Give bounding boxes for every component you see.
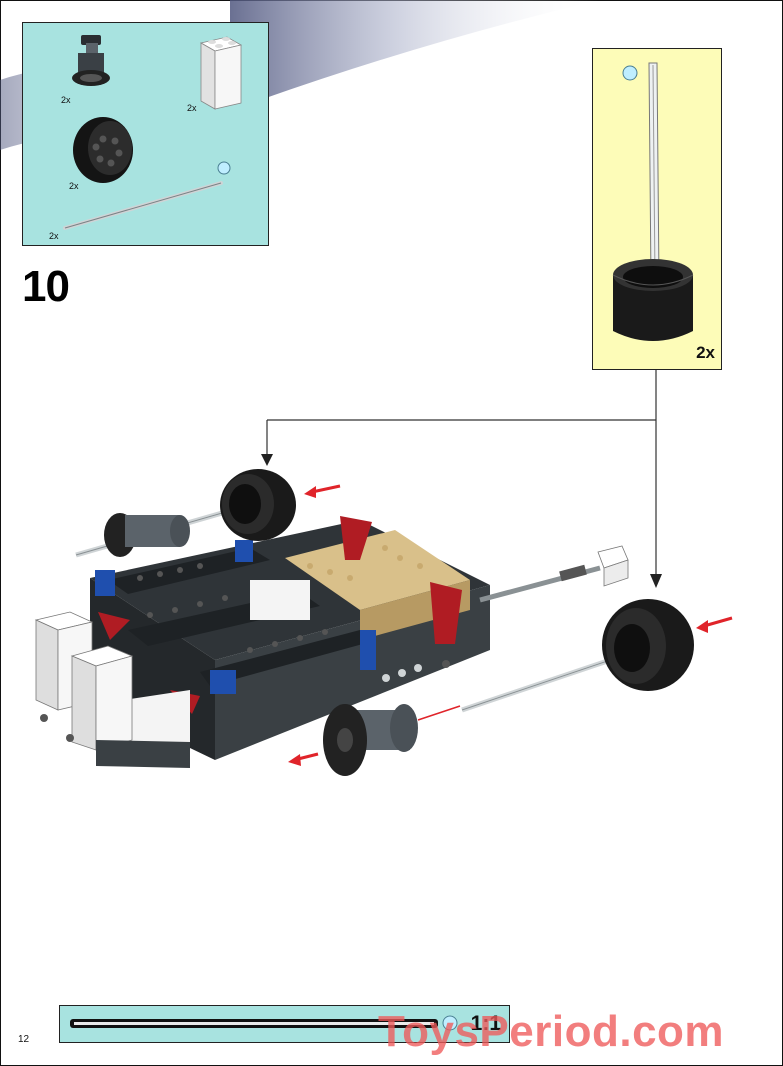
white-brick-icon <box>199 36 243 110</box>
axle-icon <box>63 161 231 230</box>
callout-connector-lines <box>266 370 657 578</box>
scale-label: 1:1 <box>470 1012 501 1035</box>
insertion-arrows <box>288 484 733 766</box>
wheel-rim-qty: 2x <box>69 181 79 191</box>
callout-qty: 2x <box>696 343 715 362</box>
watermark: ToysPeriod.com <box>378 1007 725 1056</box>
axle-scale-icon <box>70 1015 458 1031</box>
chassis <box>90 516 490 760</box>
assembly-illustration <box>34 370 733 776</box>
red-arrow-icon <box>304 486 316 498</box>
parts-list-panel: 2x 2x 2x 2x <box>22 22 269 246</box>
sub-assembly-callout: 2x <box>592 48 722 370</box>
axle-scale-reference: 1:1 <box>59 1005 510 1043</box>
callout-illustration <box>612 62 694 341</box>
step-number: 10 <box>22 262 70 311</box>
front-wheel <box>602 599 694 691</box>
gear-hub-icon <box>72 35 110 86</box>
white-brick-qty: 2x <box>187 103 197 113</box>
back-wheel <box>220 469 296 541</box>
down-arrow-icon <box>650 574 662 588</box>
wheel-rim-icon <box>612 259 694 341</box>
down-arrow-icon <box>261 454 273 466</box>
wheel-rim-icon <box>73 117 133 183</box>
page-number: 12 <box>18 1034 30 1045</box>
gear-hub-qty: 2x <box>61 95 71 105</box>
axle-qty: 2x <box>49 231 59 241</box>
red-arrow-icon <box>696 620 708 633</box>
front-gear-hub <box>323 704 418 776</box>
back-gear-hub <box>104 513 190 557</box>
red-arrow-icon <box>288 754 301 766</box>
white-bricks <box>34 545 629 751</box>
parts-illustration <box>63 35 243 230</box>
